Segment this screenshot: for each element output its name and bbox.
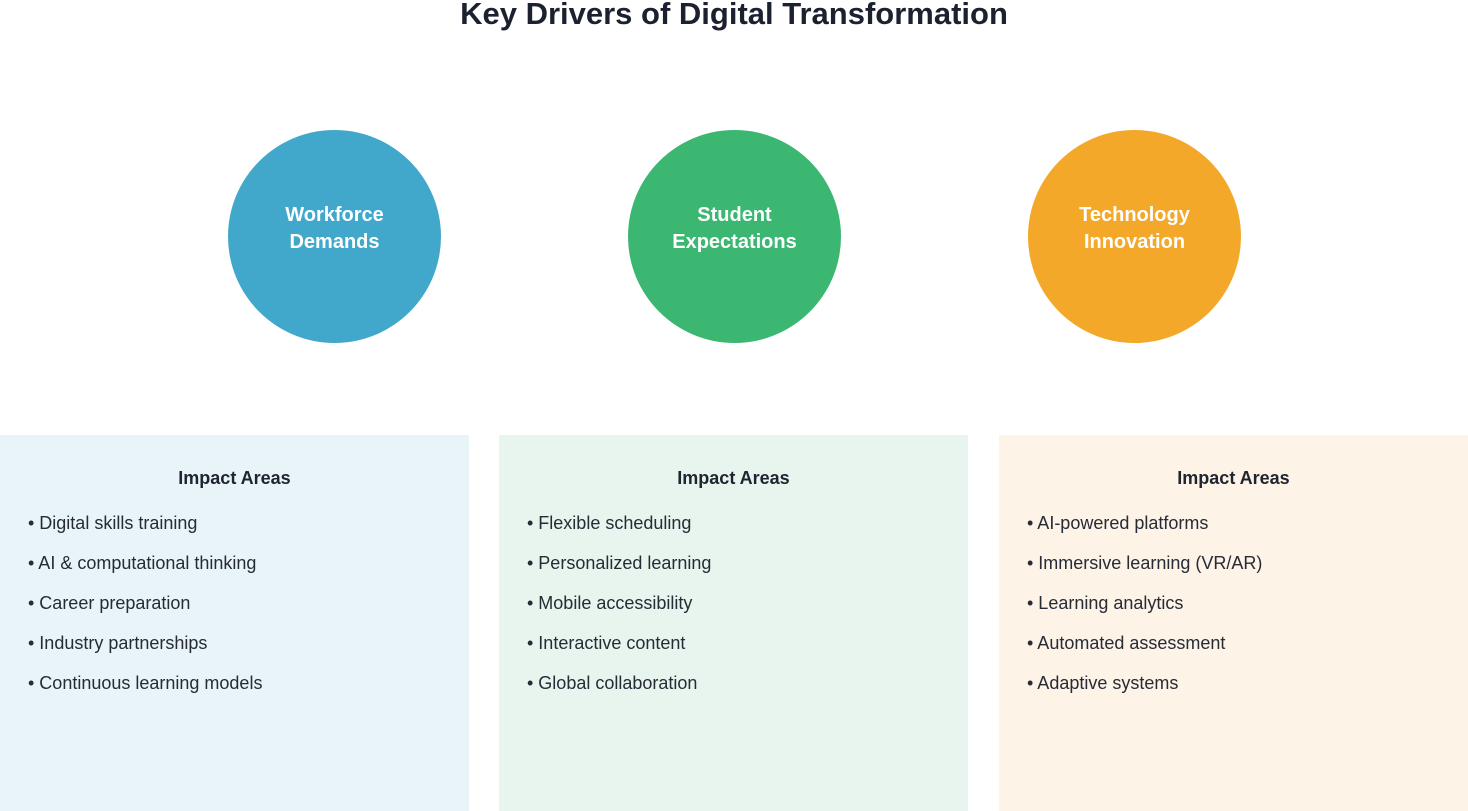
impact-heading: Impact Areas [178,468,291,488]
driver-label-technology: Technology Innovation [1079,204,1190,253]
driver-circle-technology: Technology Innovation [1028,130,1241,343]
impact-item: • Global collaboration [527,673,698,693]
impact-list: • Digital skills training • AI & computa… [28,513,262,713]
impact-card-technology: Impact Areas • AI-powered platforms • Im… [999,435,1468,811]
driver-circle-workforce: Workforce Demands [228,130,441,343]
impact-item: • Continuous learning models [28,673,263,693]
impact-item: • Adaptive systems [1027,673,1179,693]
impact-item: • Automated assessment [1027,633,1226,653]
impact-item: • Interactive content [527,633,686,653]
impact-item: • Immersive learning (VR/AR) [1027,553,1263,573]
impact-item: • AI & computational thinking [28,553,257,573]
impact-heading: Impact Areas [1177,468,1290,488]
impact-card-workforce: Impact Areas • Digital skills training •… [0,435,469,811]
impact-item: • Industry partnerships [28,633,208,653]
impact-item: • Personalized learning [527,553,712,573]
driver-circle-student: Student Expectations [628,130,841,343]
impact-item: • AI-powered platforms [1027,513,1209,533]
impact-item: • Learning analytics [1027,593,1184,613]
impact-item: • Mobile accessibility [527,593,693,613]
impact-item: • Digital skills training [28,513,198,533]
impact-list: • Flexible scheduling • Personalized lea… [527,513,711,713]
driver-label-student: Student Expectations [672,204,797,253]
impact-item: • Flexible scheduling [527,513,692,533]
diagram-title: Key Drivers of Digital Transformation [460,0,1008,31]
driver-label-workforce: Workforce Demands [285,204,384,253]
impact-card-student: Impact Areas • Flexible scheduling • Per… [499,435,968,811]
impact-item: • Career preparation [28,593,191,613]
impact-heading: Impact Areas [677,468,790,488]
impact-list: • AI-powered platforms • Immersive learn… [1027,513,1262,713]
